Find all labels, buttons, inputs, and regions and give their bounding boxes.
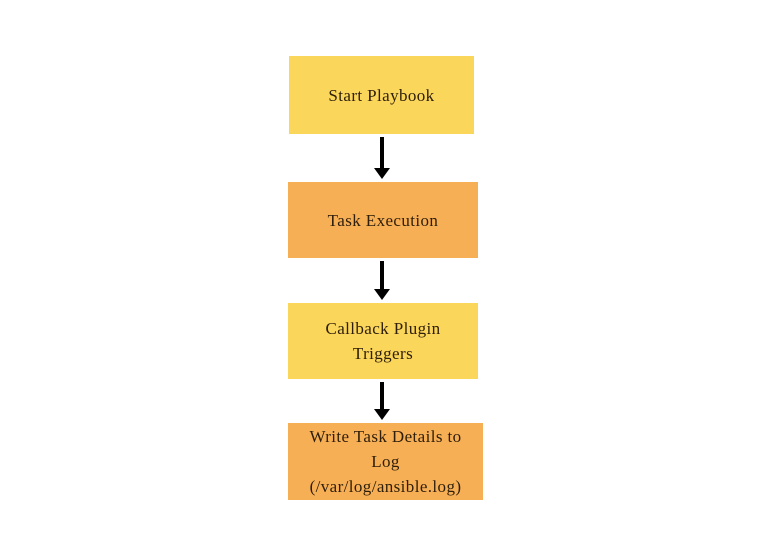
arrow-down-icon <box>374 137 390 179</box>
flow-node-label: Callback Plugin Triggers <box>325 319 441 363</box>
arrow-down-icon <box>374 382 390 420</box>
arrow-head <box>374 168 390 179</box>
arrow-head <box>374 289 390 300</box>
flow-node-label: Start Playbook <box>328 85 435 105</box>
arrow-stem <box>380 137 384 168</box>
flow-node-task-execution: Task Execution <box>288 182 478 258</box>
flow-node-start-playbook: Start Playbook <box>289 56 474 134</box>
flow-node-label: Task Execution <box>327 210 439 230</box>
arrow-stem <box>380 261 384 289</box>
flow-node-write-task-details-log: Write Task Details to Log (/var/log/ansi… <box>288 423 483 500</box>
arrow-down-icon <box>374 261 390 300</box>
flow-node-callback-plugin-triggers: Callback Plugin Triggers <box>288 303 478 379</box>
flow-node-label: Write Task Details to Log (/var/log/ansi… <box>309 427 462 496</box>
arrow-stem <box>380 382 384 409</box>
arrow-head <box>374 409 390 420</box>
